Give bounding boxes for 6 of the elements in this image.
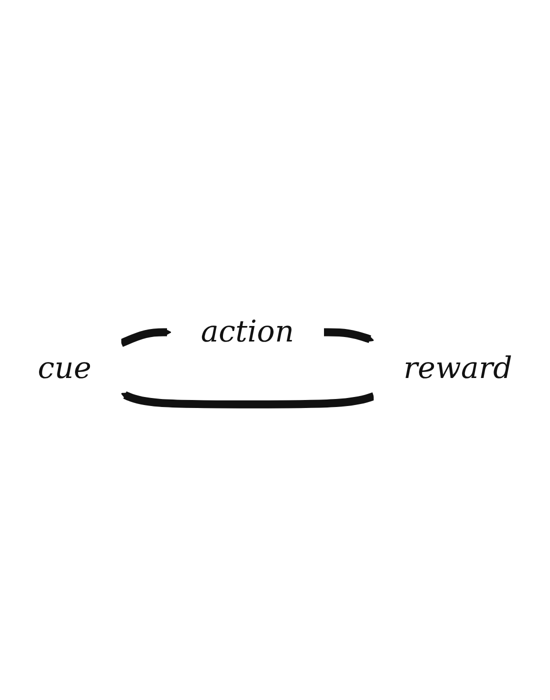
node-text: action [200,314,294,350]
arrow [120,328,172,347]
arrow [120,391,375,408]
node-text: cue [38,350,92,386]
node-text: reward [404,350,512,386]
arrow [324,328,374,343]
